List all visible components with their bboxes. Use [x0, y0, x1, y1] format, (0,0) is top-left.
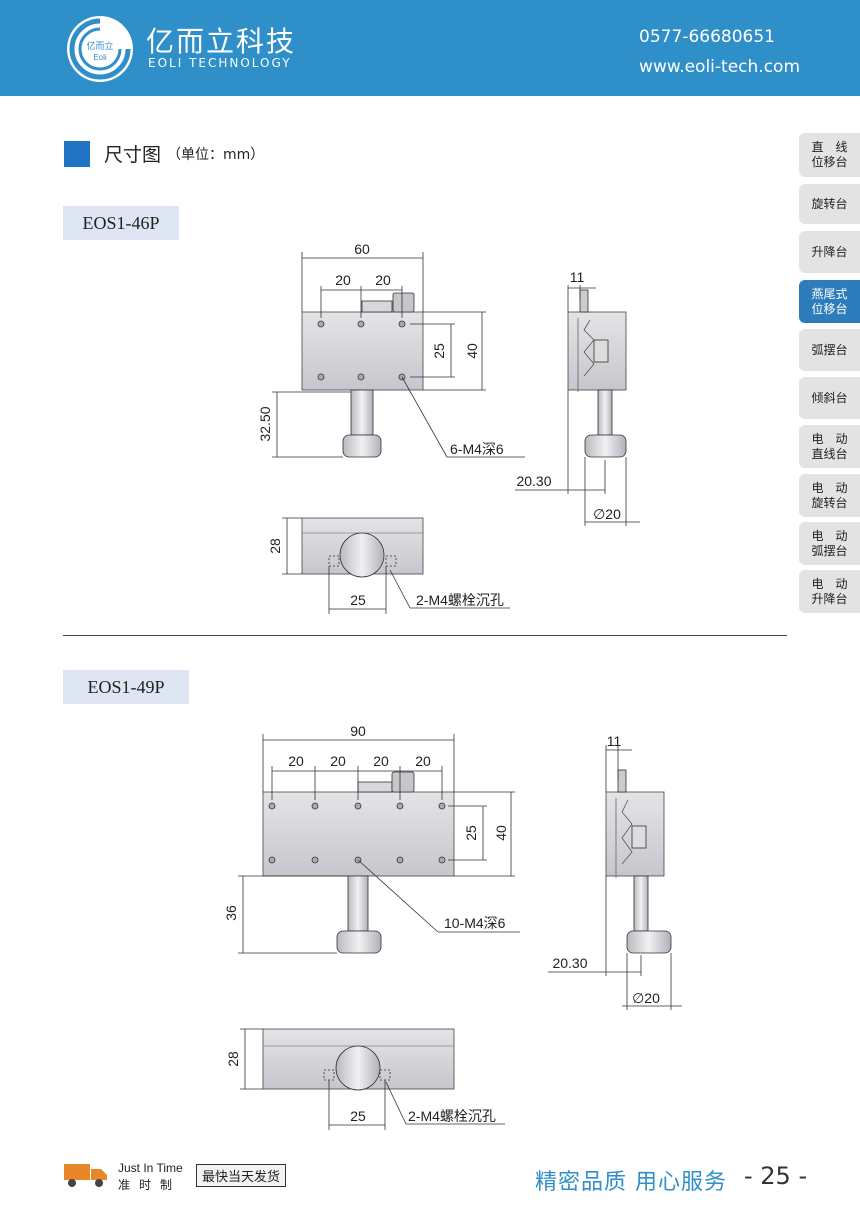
dim-bottom-height: 28 [225, 1051, 241, 1067]
footer-slogan: 精密品质 用心服务 [535, 1170, 727, 1195]
company-logo-icon: 亿而立 Eoli [67, 16, 133, 82]
front-view-eos1-46p [272, 252, 525, 458]
section-unit: （单位：mm） [167, 146, 265, 163]
page-number: - 25 - [744, 1162, 808, 1190]
nav-label: 直 线 [811, 140, 848, 154]
dim-bottom-spacing: 25 [350, 592, 366, 608]
side-view-eos1-46p [515, 285, 640, 526]
dim-width: 60 [354, 241, 370, 257]
nav-label: 旋转台 [811, 495, 848, 510]
model-tag-eos1-49p: EOS1-49P [63, 670, 189, 704]
nav-label: 电 动 [811, 480, 848, 495]
brand-name-en: EOLI TECHNOLOGY [148, 56, 292, 70]
nav-label: 弧摆台 [811, 342, 848, 357]
dim-knob-diameter: ∅20 [632, 990, 660, 1006]
logo-text-en: Eoli [93, 53, 107, 62]
jit-text-cn: 准时制 [118, 1178, 182, 1192]
nav-item-linear-stage[interactable]: 直 线位移台 [799, 133, 860, 177]
dim-side-offset: 20.30 [516, 473, 551, 489]
section-title-text: 尺寸图 [104, 144, 162, 166]
dim-hole-spacing: 25 [463, 825, 479, 841]
nav-label: 位移台 [811, 301, 848, 316]
delivery-truck-icon [64, 1164, 107, 1187]
dim-side-top: 11 [570, 269, 585, 285]
nav-label: 直线台 [811, 446, 848, 461]
front-view-eos1-49p [238, 734, 520, 954]
nav-item-motorized-rotary[interactable]: 电 动旋转台 [799, 474, 860, 517]
nav-label: 电 动 [811, 431, 848, 446]
nav-item-motorized-linear[interactable]: 电 动直线台 [799, 425, 860, 468]
nav-label: 倾斜台 [811, 390, 848, 405]
bottom-view-eos1-46p [282, 517, 510, 614]
jit-text-en: Just In Time [118, 1161, 183, 1175]
nav-item-dovetail-stage[interactable]: 燕尾式位移台 [799, 280, 860, 323]
fast-shipping-badge: 最快当天发货 [196, 1164, 287, 1187]
website-link[interactable]: www.eoli-tech.com [639, 57, 800, 77]
dim-knob-drop: 32.50 [257, 406, 273, 441]
dim-width: 90 [350, 723, 366, 739]
nav-item-goniometer[interactable]: 弧摆台 [799, 329, 860, 371]
section-marker-icon [64, 140, 90, 167]
nav-item-motorized-goniometer[interactable]: 电 动弧摆台 [799, 522, 860, 565]
dim-pitch: 20 [375, 272, 391, 288]
phone-number: 0577-66680651 [639, 27, 775, 47]
dim-knob-drop: 36 [223, 905, 239, 921]
dim-height: 40 [493, 825, 509, 841]
dim-hole-spacing: 25 [431, 343, 447, 359]
nav-label: 升降台 [811, 591, 848, 606]
nav-label: 燕尾式 [811, 286, 848, 301]
logo-text-cn: 亿而立 [86, 40, 113, 51]
dim-pitch: 20 [373, 753, 389, 769]
dim-pitch: 20 [415, 753, 431, 769]
section-title: 尺寸图 （单位：mm） [64, 140, 264, 167]
holes-note: 6-M4深6 [450, 441, 504, 457]
section-divider [63, 635, 787, 636]
nav-label: 电 动 [811, 576, 848, 591]
nav-item-rotary-stage[interactable]: 旋转台 [799, 184, 860, 224]
bottom-view-eos1-49p [240, 1028, 505, 1130]
dim-bottom-spacing: 25 [350, 1108, 366, 1124]
dim-pitch: 20 [330, 753, 346, 769]
model-tag-eos1-46p: EOS1-46P [63, 206, 179, 240]
bolts-note: 2-M4螺栓沉孔 [416, 592, 504, 608]
nav-label: 电 动 [811, 528, 848, 543]
dim-side-offset: 20.30 [552, 955, 587, 971]
dim-pitch: 20 [288, 753, 304, 769]
nav-item-tilt-stage[interactable]: 倾斜台 [799, 377, 860, 419]
nav-label: 升降台 [811, 244, 848, 259]
nav-item-motorized-lab-jack[interactable]: 电 动升降台 [799, 570, 860, 613]
page-header: 亿而立 Eoli 亿而立科技 EOLI TECHNOLOGY 0577-6668… [0, 0, 860, 96]
dim-bottom-height: 28 [267, 538, 283, 554]
dim-pitch: 20 [335, 272, 351, 288]
page-footer: Just In Time 准时制 最快当天发货 精密品质 用心服务 - 25 - [0, 1150, 860, 1210]
dim-side-top: 11 [607, 733, 622, 749]
holes-note: 10-M4深6 [444, 915, 506, 931]
bolts-note: 2-M4螺栓沉孔 [408, 1108, 496, 1124]
nav-label: 位移台 [811, 155, 848, 169]
contact-block: 0577-66680651 www.eoli-tech.com [639, 22, 800, 82]
dim-knob-diameter: ∅20 [593, 506, 621, 522]
nav-label: 弧摆台 [811, 543, 848, 558]
dim-height: 40 [464, 343, 480, 359]
side-view-eos1-49p [548, 745, 682, 1010]
nav-item-lab-jack[interactable]: 升降台 [799, 231, 860, 273]
brand-name-cn: 亿而立科技 [146, 25, 297, 58]
nav-label: 旋转台 [811, 196, 848, 211]
